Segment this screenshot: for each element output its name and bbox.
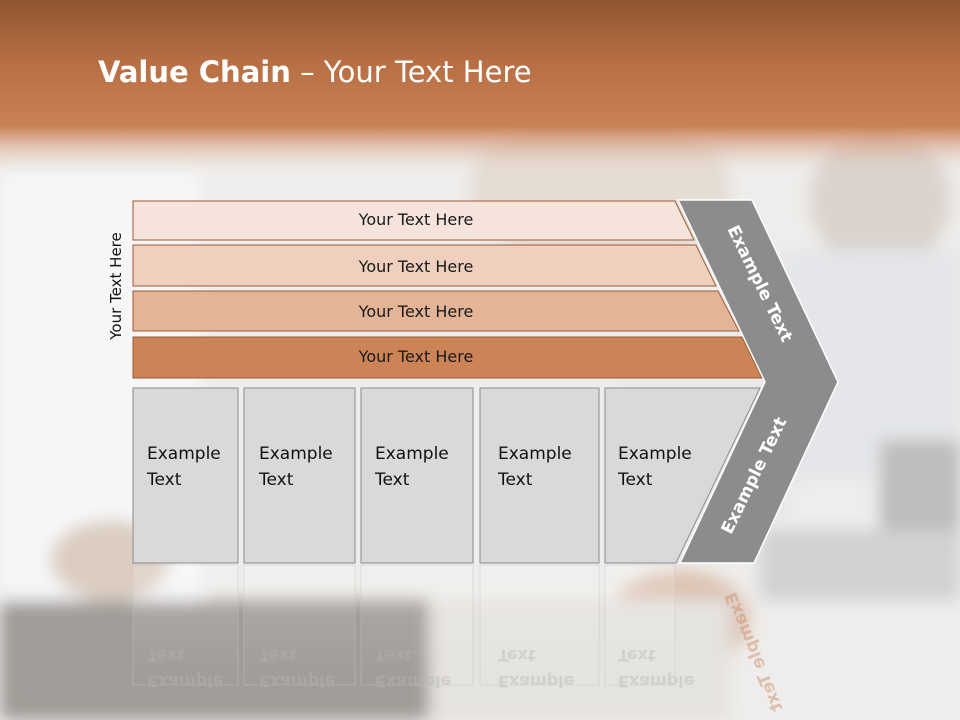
bar-4 — [132, 336, 763, 379]
reflection-box-5-line2: Text — [618, 646, 656, 665]
slide-title-bold: Value Chain — [98, 55, 291, 89]
example-boxes: Example Text Example Text Example Text E… — [132, 387, 761, 564]
bar-4-label: Your Text Here — [358, 347, 474, 366]
bar-2 — [132, 244, 717, 287]
example-box-5 — [604, 387, 761, 564]
bar-3-label: Your Text Here — [358, 302, 474, 321]
reflection-box-2-line2: Text — [259, 646, 297, 665]
slide-title-rest: – Your Text Here — [290, 55, 532, 89]
box-4-line2: Text — [497, 470, 533, 490]
box-5-line2: Text — [617, 470, 653, 490]
bar-1-label: Your Text Here — [358, 210, 474, 229]
box-5-line1: Example — [618, 444, 692, 464]
box-2-line1: Example — [259, 444, 333, 464]
box-1-line2: Text — [146, 470, 182, 490]
chevron-shape — [676, 199, 839, 564]
side-label: Your Text Here — [107, 232, 125, 340]
bar-3 — [132, 290, 740, 332]
reflection-box-4-line2: Text — [498, 646, 536, 665]
reflection-box-3-line1: Example — [375, 672, 452, 691]
example-box-2 — [243, 387, 356, 564]
reflection-box-2-line1: Example — [259, 672, 336, 691]
reflection-box-5-line1: Example — [618, 672, 695, 691]
slide-title: Value Chain – Your Text Here — [98, 55, 532, 89]
example-box-4 — [479, 387, 600, 564]
reflection-box-3-line2: Text — [375, 646, 413, 665]
value-bars: Your Text Here Your Text Here Your Text … — [132, 200, 763, 379]
example-box-3 — [360, 387, 474, 564]
box-1-line1: Example — [147, 444, 221, 464]
reflection-box-1-line1: Example — [147, 672, 224, 691]
reflection-box-4-line1: Example — [498, 672, 575, 691]
example-box-1 — [132, 387, 239, 564]
box-2-line2: Text — [258, 470, 294, 490]
bar-2-label: Your Text Here — [358, 257, 474, 276]
reflection-box-1-line2: Text — [147, 646, 185, 665]
box-4-line1: Example — [498, 444, 572, 464]
box-3-line2: Text — [374, 470, 410, 490]
bar-1 — [132, 200, 695, 241]
box-3-line1: Example — [375, 444, 449, 464]
